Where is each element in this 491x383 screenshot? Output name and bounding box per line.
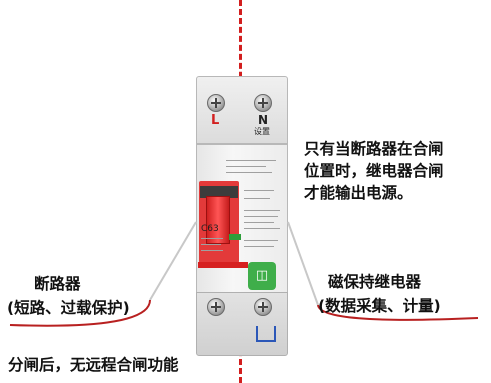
note-block: 只有当断路器在合闸 位置时，继电器合闸 才能输出电源。 [304, 138, 444, 204]
note-line-2: 位置时，继电器合闸 [304, 162, 444, 180]
note-line-3: 才能输出电源。 [304, 184, 413, 202]
circuit-breaker-device: L N 设置 C63 [196, 76, 288, 356]
label-line [226, 160, 276, 161]
right-leader-line [287, 221, 319, 306]
left-callout-underline [9, 299, 151, 327]
label-line [226, 166, 266, 167]
breaker-handle-slot [200, 186, 238, 198]
label-line [244, 210, 280, 211]
relay-callout-subtitle: (数据采集、计量) [318, 297, 441, 315]
label-line [244, 222, 274, 223]
left-leader-line [149, 221, 197, 301]
label-line [226, 172, 272, 173]
red-indicator-bar [198, 262, 248, 268]
label-line [201, 244, 221, 245]
mi-home-icon[interactable]: ◫ [248, 262, 276, 290]
breaker-toggle-handle[interactable] [206, 196, 230, 244]
terminal-label-l: L [211, 113, 220, 128]
terminal-label-n: N [258, 113, 269, 127]
label-line [201, 238, 223, 239]
label-line [244, 228, 280, 229]
bottom-right-screw-icon [254, 298, 272, 316]
bottom-left-screw-icon [207, 298, 225, 316]
label-line [244, 246, 274, 247]
label-line [244, 190, 274, 191]
bottom-note: 分闸后，无远程合闸功能 [8, 356, 179, 374]
label-line [244, 240, 278, 241]
right-callout-underline [317, 304, 479, 321]
label-line [201, 250, 223, 251]
top-left-screw-icon [207, 94, 225, 112]
breaker-callout-title: 断路器 [34, 275, 81, 293]
relay-callout-title: 磁保持继电器 [328, 273, 422, 291]
din-rail-clip [256, 326, 276, 342]
label-line [244, 216, 278, 217]
breaker-rating: C63 [201, 224, 219, 234]
status-led [229, 234, 241, 240]
label-line [244, 198, 270, 199]
breaker-callout-subtitle: (短路、过载保护) [7, 299, 130, 317]
top-right-screw-icon [254, 94, 272, 112]
terminal-label-setting: 设置 [254, 127, 270, 136]
note-line-1: 只有当断路器在合闸 [304, 140, 444, 158]
